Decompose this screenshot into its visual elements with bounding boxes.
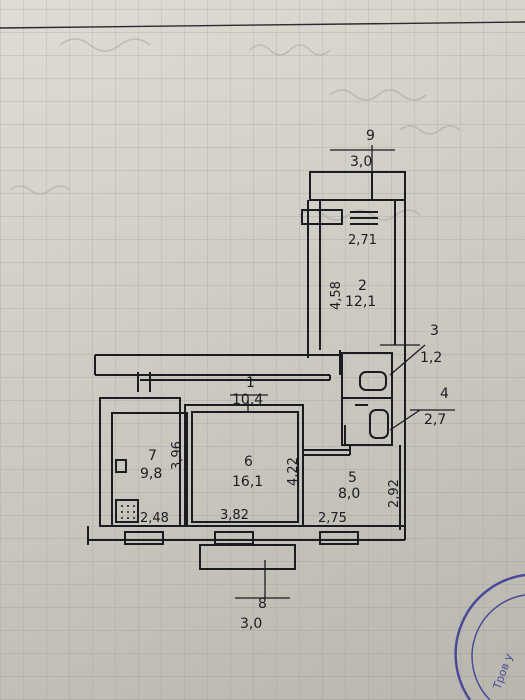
dim-bottom-right: 2,75 bbox=[318, 511, 347, 526]
dimension-labels: 2,71 4,58 2,92 4,22 3,96 2,48 3,82 2,75 bbox=[140, 233, 402, 526]
room-5-number: 5 bbox=[348, 470, 357, 486]
leader-lines bbox=[230, 145, 455, 599]
room-6-area: 16,1 bbox=[232, 474, 263, 490]
dim-room5-length: 2,92 bbox=[387, 479, 402, 508]
room-2-number: 2 bbox=[358, 278, 367, 294]
room-3-number: 3 bbox=[430, 323, 439, 339]
dim-room2-length: 4,58 bbox=[329, 281, 344, 310]
room-6-number: 6 bbox=[244, 454, 253, 470]
room-9-area: 3,0 bbox=[350, 154, 372, 170]
room-8-area: 3,0 bbox=[240, 616, 262, 632]
room-3-area: 1,2 bbox=[420, 350, 442, 366]
walls bbox=[87, 171, 406, 570]
bleed-through-writing bbox=[9, 38, 461, 221]
room-1-number: 1 bbox=[246, 375, 255, 391]
stamp-text: Тров у bbox=[490, 651, 515, 692]
dim-room7-length: 3,96 bbox=[170, 441, 185, 470]
dim-bottom-left: 2,48 bbox=[140, 511, 169, 526]
room-1-area: 10,4 bbox=[232, 392, 263, 408]
room-4-number: 4 bbox=[440, 386, 449, 402]
balcony-8-outline bbox=[199, 544, 296, 570]
ruled-line bbox=[0, 21, 525, 29]
balcony-9-outline bbox=[309, 171, 406, 201]
room-9-number: 9 bbox=[366, 128, 375, 144]
dim-room6-length: 4,22 bbox=[286, 457, 301, 486]
room-7-number: 7 bbox=[148, 448, 157, 464]
stove-dots bbox=[121, 505, 135, 519]
room-2-area: 12,1 bbox=[345, 294, 376, 310]
room-labels: 9 3,0 2 12,1 3 1,2 4 2,7 1 10,4 5 8,0 6 … bbox=[140, 128, 449, 632]
dim-bottom-middle: 3,82 bbox=[220, 508, 249, 523]
stamp: Тров у bbox=[454, 573, 525, 700]
room-7-area: 9,8 bbox=[140, 466, 162, 482]
room-8-number: 8 bbox=[258, 596, 267, 612]
dim-room2-width: 2,71 bbox=[348, 233, 377, 248]
room-4-area: 2,7 bbox=[424, 412, 446, 428]
room-5-area: 8,0 bbox=[338, 486, 360, 502]
